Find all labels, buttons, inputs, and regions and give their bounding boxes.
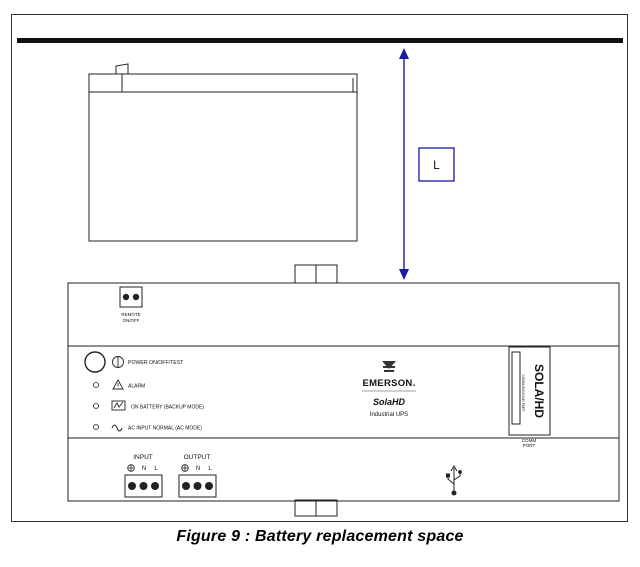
din-clip-bottom [294, 499, 338, 517]
battery [88, 63, 358, 242]
battery-body [88, 91, 358, 242]
remote-label: REMOTE [121, 312, 140, 317]
output-ground-icon [181, 464, 189, 472]
input-ground-icon [127, 464, 135, 472]
dimension-arrow [399, 48, 409, 280]
figure-frame [11, 14, 628, 522]
alarm-icon [112, 379, 124, 390]
on-battery-label: ON BATTERY (BACKUP MODE) [131, 405, 204, 411]
din-clip-top [294, 264, 338, 284]
battery-lid [88, 73, 358, 93]
ups-housing [67, 282, 620, 502]
figure-caption: Figure 9 : Battery replacement space [176, 528, 464, 545]
comm-port-label-line-2: PORT [523, 443, 536, 448]
output-terminal-block [178, 474, 217, 498]
remote-terminal [119, 286, 143, 308]
output-label: OUTPUT [184, 454, 211, 461]
usb-icon [446, 465, 462, 496]
output-n-label: N [196, 466, 200, 472]
mounting-surface-line [17, 38, 623, 43]
battery-terminal-tab [115, 63, 129, 74]
input-l-label: L [154, 466, 158, 472]
emerson-logo-icon [382, 361, 396, 372]
alarm-led [93, 382, 99, 388]
product-name: SolaHD [373, 397, 406, 407]
on-battery-led [93, 403, 99, 409]
product-subtitle: Industrial UPS [370, 412, 408, 418]
input-terminal-block [124, 474, 163, 498]
ac-input-label: AC INPUT NORMAL (AC MODE) [128, 426, 202, 432]
power-button[interactable] [84, 351, 106, 373]
dimension-label: L [433, 158, 440, 172]
comm-panel [508, 346, 551, 436]
ac-input-led [93, 424, 99, 430]
side-brand: SOLA/HD [532, 364, 546, 418]
battery-icon [111, 400, 126, 411]
input-n-label: N [142, 466, 146, 472]
input-label: INPUT [133, 454, 153, 461]
comm-port-label: COMM [522, 438, 537, 443]
side-port-label: COMMUNICATION PORT [521, 374, 525, 411]
ups-unit [67, 282, 620, 502]
power-icon [112, 356, 124, 368]
ac-sine-icon [111, 424, 123, 432]
dimension-label-box [418, 147, 455, 182]
remote-label-line-2: ON/OFF [123, 318, 140, 323]
alarm-label: ALARM [128, 384, 145, 390]
output-l-label: L [208, 466, 212, 472]
brand-name: EMERSON. [362, 378, 415, 389]
power-label: POWER ON/OFF/TEST [128, 360, 184, 366]
